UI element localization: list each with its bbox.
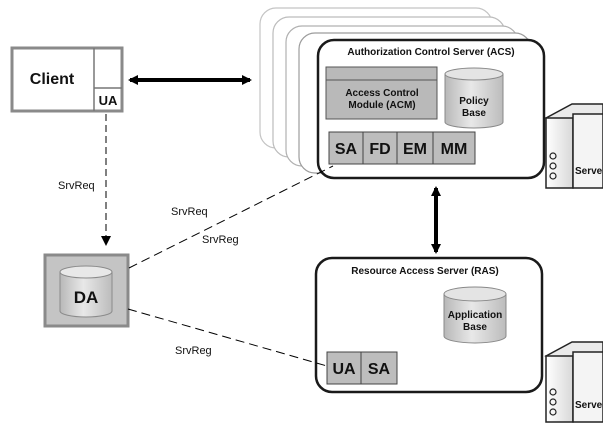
ras-node: Resource Access Server (RAS) Application… [314, 256, 544, 394]
da-acs-srvreg-label: SrvReg [202, 234, 239, 246]
acs-module-fd-label: FD [369, 141, 390, 158]
acs-module-em-label: EM [403, 141, 427, 158]
acm-label-line2: Module (ACM) [348, 100, 415, 111]
da-ras-dashed-line [127, 308, 328, 367]
client-da-srvreq-label: SrvReq [58, 180, 95, 192]
acs-module-row: SA FD EM MM [328, 131, 476, 165]
da-label: DA [74, 288, 99, 307]
server-bottom: Server [544, 341, 603, 423]
da-acs-srvreq-label: SrvReq [171, 206, 208, 218]
acm-label-line1: Access Control [345, 88, 419, 99]
acs-module-sa-label: SA [335, 141, 358, 158]
acs-module-mm [432, 131, 476, 165]
application-base-cylinder: Application Base [443, 286, 507, 344]
client-box [10, 46, 124, 113]
acs-module-em [396, 131, 434, 165]
client-title: Client [30, 71, 75, 88]
ras-module-row: UA SA [326, 351, 398, 385]
acs-module-mm-label: MM [441, 141, 468, 158]
acs-module-sa [328, 131, 364, 165]
policy-base-label-line1: Policy [459, 96, 489, 107]
application-base-label-line2: Base [463, 322, 487, 333]
ras-module-ua [326, 351, 362, 385]
da-acs-dashed-line [128, 165, 334, 269]
policy-base-label-line2: Base [462, 108, 486, 119]
acm-box [325, 66, 438, 120]
server-top: Server [544, 103, 603, 189]
ras-module-ua-label: UA [332, 361, 356, 378]
da-ras-srvreg-label: SrvReg [175, 345, 212, 357]
ras-module-sa-label: SA [368, 361, 391, 378]
acs-title: Authorization Control Server (ACS) [347, 47, 514, 58]
policy-base-cylinder: Policy Base [444, 67, 504, 129]
server-top-label: Server [575, 166, 603, 177]
da-node: DA [43, 253, 130, 328]
server-bottom-label: Server [575, 400, 603, 411]
ras-module-sa [360, 351, 398, 385]
acs-module-fd [362, 131, 398, 165]
ras-title: Resource Access Server (RAS) [351, 266, 498, 277]
acs-node: Authorization Control Server (ACS) Acces… [316, 38, 546, 180]
client-ua-label: UA [99, 93, 118, 108]
application-base-label-line1: Application [448, 310, 502, 321]
client-node: Client UA [10, 46, 124, 113]
